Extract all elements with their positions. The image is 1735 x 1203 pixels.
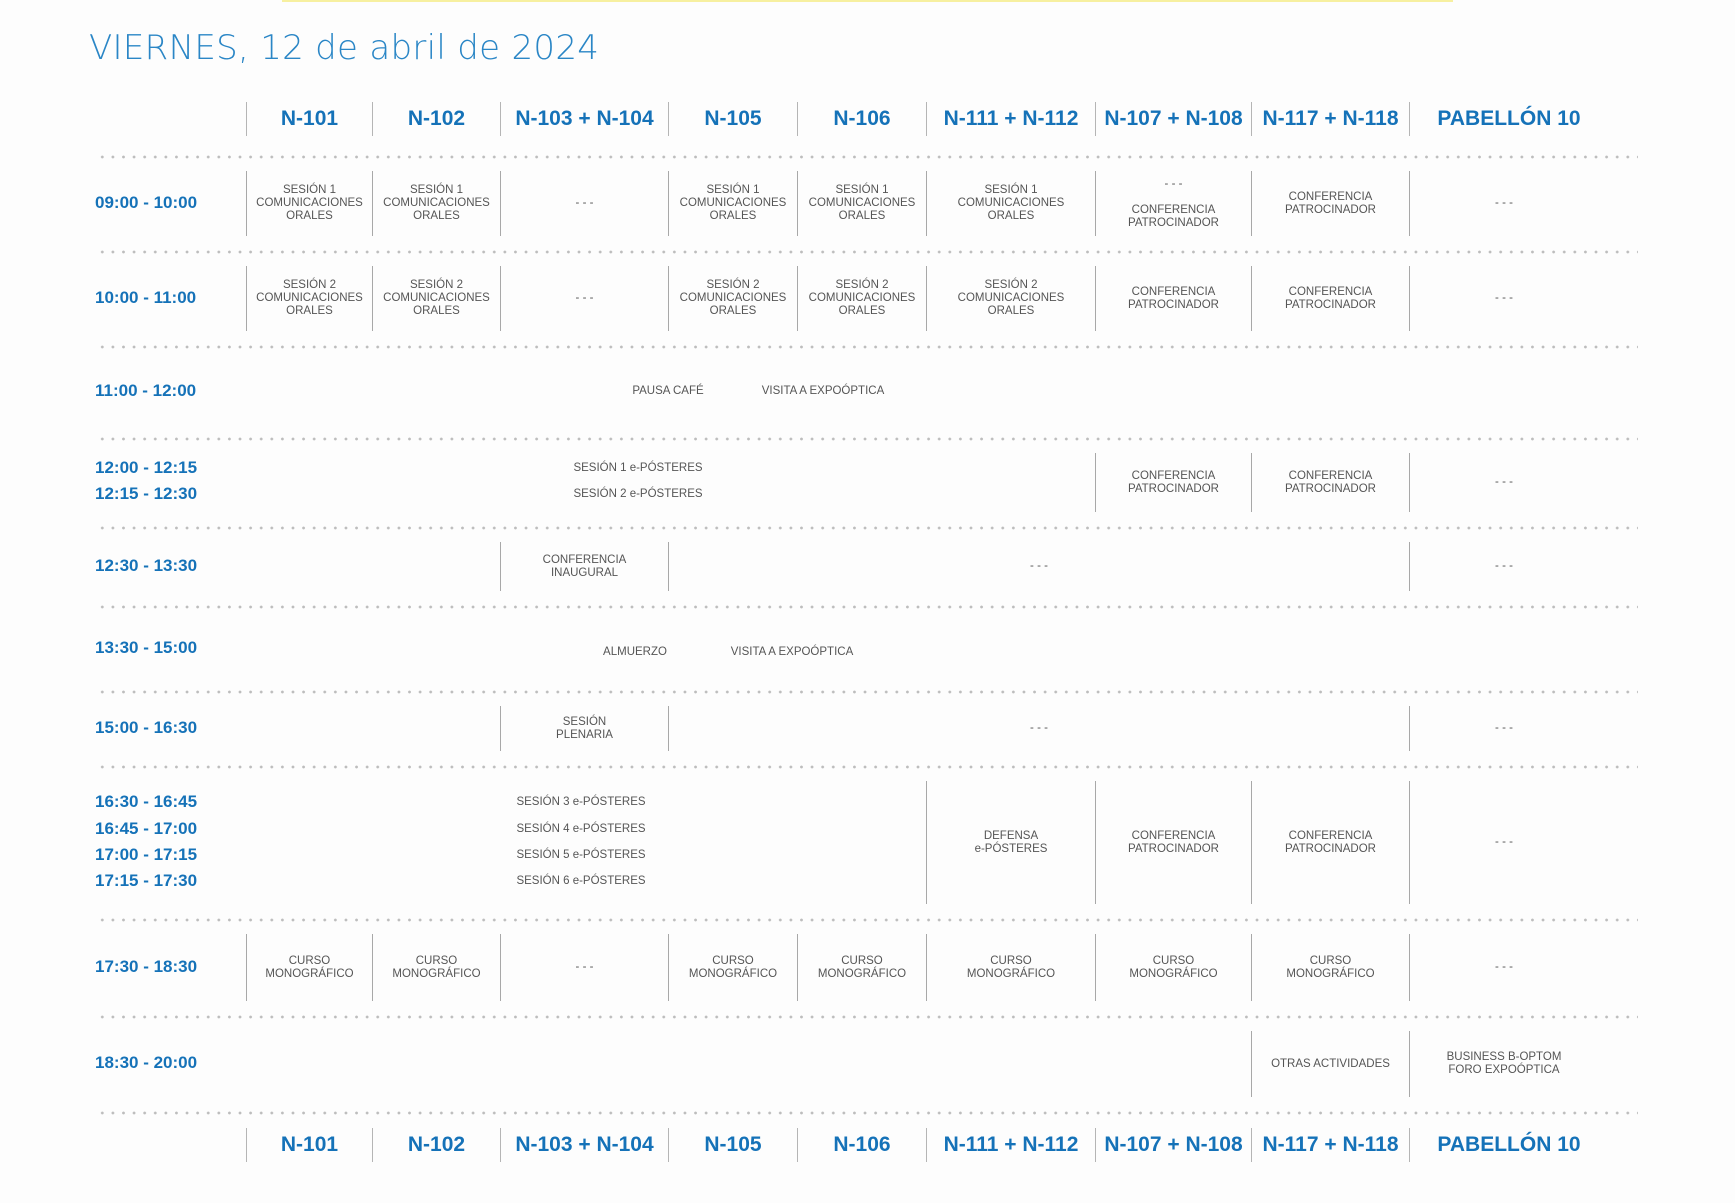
row-divider	[97, 1111, 1638, 1115]
row-divider	[97, 155, 1638, 159]
header-room-4: N-105	[668, 102, 797, 136]
session-cell: CONFERENCIA PATROCINADOR	[1251, 171, 1409, 236]
session-cell: - - -	[668, 706, 1409, 751]
footer-room-9: PABELLÓN 10	[1409, 1128, 1608, 1162]
header-room-8: N-117 + N-118	[1251, 102, 1409, 136]
time-slot-label: 16:45 - 17:00	[95, 819, 198, 838]
session-cell: SESIÓN 2 COMUNICACIONES ORALES	[926, 266, 1095, 331]
session-cell: - - -	[500, 171, 668, 236]
session-cell: DEFENSA e-PÓSTERES	[926, 781, 1095, 904]
session-cell: SESIÓN 1 COMUNICACIONES ORALES	[797, 171, 926, 236]
session-cell: CONFERENCIA INAUGURAL	[500, 542, 668, 591]
time-slot-label: 18:30 - 20:00	[95, 1053, 198, 1072]
session-cell: - - -	[500, 934, 668, 1001]
top-accent-bar	[282, 0, 1453, 2]
header-room-6: N-111 + N-112	[926, 102, 1095, 136]
row-divider	[97, 250, 1638, 254]
row-divider	[97, 526, 1638, 530]
time-slot-label: 16:30 - 16:45	[95, 792, 198, 811]
row-divider	[97, 690, 1638, 694]
session-cell: - - -	[668, 542, 1409, 591]
time-slot-label: 09:00 - 10:00	[95, 192, 198, 212]
session-cell: - - -	[1409, 934, 1598, 1001]
time-slot-label: 15:00 - 16:30	[95, 717, 198, 737]
header-room-7: N-107 + N-108	[1095, 102, 1251, 136]
session-cell: SESIÓN 1 COMUNICACIONES ORALES	[926, 171, 1095, 236]
header-room-3: N-103 + N-104	[500, 102, 668, 136]
time-slot-label: 12:30 - 13:30	[95, 555, 198, 575]
session-cell: CURSO MONOGRÁFICO	[668, 934, 797, 1001]
session-cell: CURSO MONOGRÁFICO	[1095, 934, 1251, 1001]
activity-label: SESIÓN 1 e-PÓSTERES	[573, 462, 703, 474]
session-cell: - - -	[1409, 266, 1598, 331]
row-divider	[97, 1015, 1638, 1019]
session-cell: - - - CONFERENCIA PATROCINADOR	[1095, 171, 1251, 236]
session-cell: CURSO MONOGRÁFICO	[1251, 934, 1409, 1001]
activity-label: SESIÓN 6 e-PÓSTERES	[516, 875, 646, 887]
activity-label: SESIÓN 4 e-PÓSTERES	[516, 823, 646, 835]
session-cell: CONFERENCIA PATROCINADOR	[1251, 266, 1409, 331]
session-cell: CONFERENCIA PATROCINADOR	[1095, 781, 1251, 904]
activity-label: SESIÓN 3 e-PÓSTERES	[516, 796, 646, 808]
footer-room-5: N-106	[797, 1128, 926, 1162]
time-slot-label: 12:15 - 12:30	[95, 484, 198, 503]
session-cell: OTRAS ACTIVIDADES	[1251, 1031, 1409, 1097]
activity-label: VISITA A EXPOÓPTICA	[761, 385, 885, 397]
session-cell: CONFERENCIA PATROCINADOR	[1095, 453, 1251, 512]
session-cell: CURSO MONOGRÁFICO	[246, 934, 372, 1001]
session-cell: - - -	[1409, 453, 1598, 512]
session-cell: SESIÓN 2 COMUNICACIONES ORALES	[797, 266, 926, 331]
row-divider	[97, 437, 1638, 441]
session-cell: SESIÓN 2 COMUNICACIONES ORALES	[246, 266, 372, 331]
session-cell: BUSINESS B-OPTOM FORO EXPOÓPTICA	[1409, 1031, 1598, 1097]
header-room-9: PABELLÓN 10	[1409, 102, 1608, 136]
footer-room-4: N-105	[668, 1128, 797, 1162]
activity-label: PAUSA CAFÉ	[632, 385, 704, 397]
time-slot-label: 17:00 - 17:15	[95, 845, 198, 864]
session-cell: SESIÓN 2 COMUNICACIONES ORALES	[372, 266, 500, 331]
footer-room-6: N-111 + N-112	[926, 1128, 1095, 1162]
time-slot-label: 13:30 - 15:00	[95, 637, 198, 657]
row-divider	[97, 918, 1638, 922]
session-cell: CURSO MONOGRÁFICO	[926, 934, 1095, 1001]
footer-room-1: N-101	[246, 1128, 372, 1162]
session-cell: SESIÓN 2 COMUNICACIONES ORALES	[668, 266, 797, 331]
session-cell: CONFERENCIA PATROCINADOR	[1095, 266, 1251, 331]
session-cell: - - -	[1409, 781, 1598, 904]
footer-room-3: N-103 + N-104	[500, 1128, 668, 1162]
session-cell: SESIÓN 1 COMUNICACIONES ORALES	[246, 171, 372, 236]
row-divider	[97, 345, 1638, 349]
session-cell: - - -	[1409, 171, 1598, 236]
session-cell: - - -	[1409, 706, 1598, 751]
session-cell: CONFERENCIA PATROCINADOR	[1251, 781, 1409, 904]
session-cell: CURSO MONOGRÁFICO	[372, 934, 500, 1001]
row-divider	[97, 605, 1638, 609]
time-slot-label: 12:00 - 12:15	[95, 458, 198, 477]
row-divider	[97, 765, 1638, 769]
session-cell: SESIÓN 1 COMUNICACIONES ORALES	[372, 171, 500, 236]
time-slot-label: 10:00 - 11:00	[95, 287, 197, 307]
time-slot-label: 11:00 - 12:00	[95, 381, 197, 400]
session-cell: - - -	[500, 266, 668, 331]
session-cell: SESIÓN PLENARIA	[500, 706, 668, 751]
footer-room-2: N-102	[372, 1128, 500, 1162]
footer-room-7: N-107 + N-108	[1095, 1128, 1251, 1162]
page-title: VIERNES, 12 de abril de 2024	[89, 28, 600, 68]
session-cell: SESIÓN 1 COMUNICACIONES ORALES	[668, 171, 797, 236]
activity-label: SESIÓN 5 e-PÓSTERES	[516, 849, 646, 861]
session-cell: CURSO MONOGRÁFICO	[797, 934, 926, 1001]
time-slot-label: 17:30 - 18:30	[95, 956, 198, 976]
header-room-1: N-101	[246, 102, 372, 136]
footer-room-8: N-117 + N-118	[1251, 1128, 1409, 1162]
time-slot-label: 17:15 - 17:30	[95, 871, 198, 890]
session-cell: - - -	[1409, 542, 1598, 591]
session-cell: CONFERENCIA PATROCINADOR	[1251, 453, 1409, 512]
header-room-5: N-106	[797, 102, 926, 136]
activity-label: SESIÓN 2 e-PÓSTERES	[573, 488, 703, 500]
activity-label: ALMUERZO	[603, 646, 667, 658]
activity-label: VISITA A EXPOÓPTICA	[730, 646, 854, 658]
header-room-2: N-102	[372, 102, 500, 136]
